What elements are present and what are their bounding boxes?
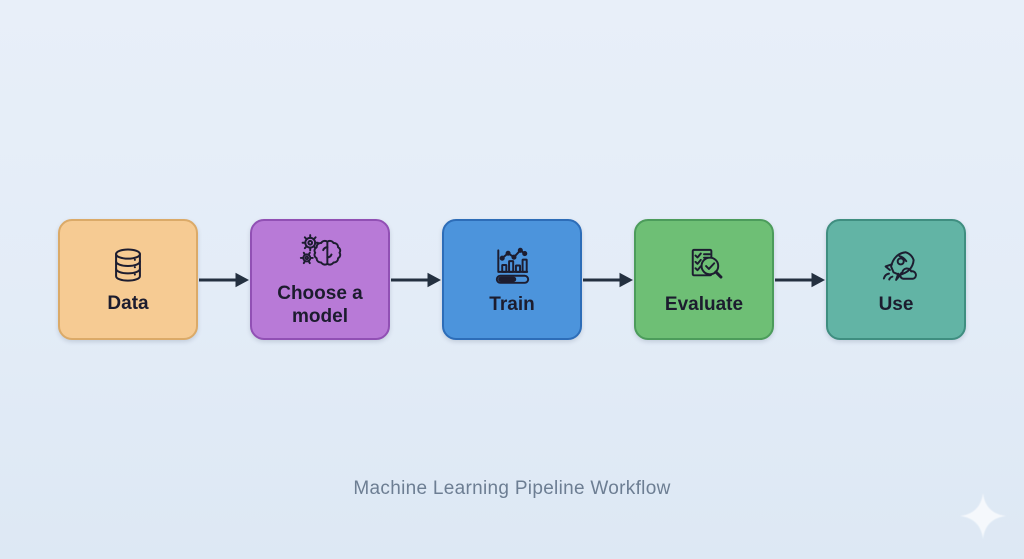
node-label: Use: [878, 294, 914, 316]
gears-brain-icon: [297, 231, 344, 278]
node-choose-model: Choose a model: [250, 219, 390, 340]
node-data: Data: [58, 219, 198, 340]
flow-arrow: [774, 271, 826, 289]
diagram-caption: Machine Learning Pipeline Workflow: [353, 478, 671, 499]
rocket-cloud-icon: [873, 242, 920, 289]
training-progress-icon: [489, 242, 536, 289]
node-evaluate: Evaluate: [634, 219, 774, 340]
flow-arrow: [390, 271, 442, 289]
node-label: Choose a model: [277, 282, 363, 327]
checklist-magnifier-icon: [681, 242, 728, 289]
database-icon: [106, 244, 150, 288]
node-label: Train: [489, 294, 535, 316]
pipeline-flow: Data: [58, 219, 966, 340]
node-label: Data: [107, 292, 149, 314]
node-train: Train: [442, 219, 582, 340]
node-label: Evaluate: [664, 294, 744, 316]
sparkle-icon: [960, 492, 1006, 540]
flow-arrow: [582, 271, 634, 289]
flow-arrow: [198, 271, 250, 289]
node-use: Use: [826, 219, 966, 340]
